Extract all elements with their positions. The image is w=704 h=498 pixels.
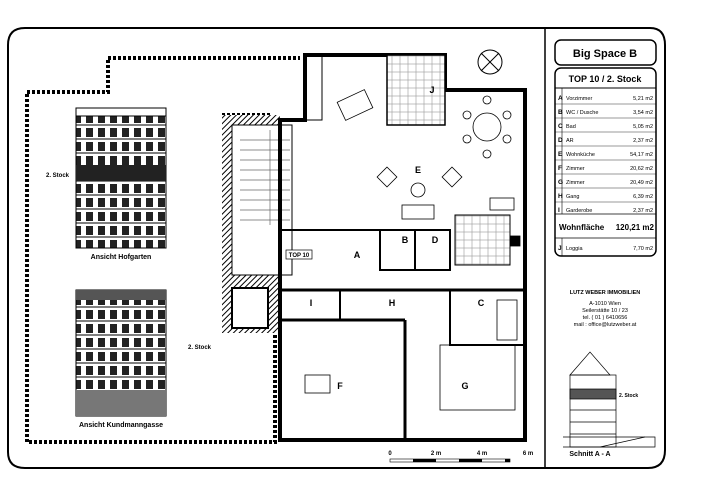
table-row-name: AR: [566, 138, 574, 144]
table-row-area: 2,37 m2: [633, 208, 653, 214]
company-line4: mail : office@lutzweber.at: [574, 322, 637, 328]
page-title: Big Space B: [573, 48, 637, 60]
room-label-g: G: [461, 381, 468, 391]
table-row-key: B: [558, 109, 563, 116]
room-label-h: H: [389, 298, 396, 308]
extra-key: J: [558, 245, 562, 252]
table-row-key: D: [558, 137, 563, 144]
company-line2: Seilerstätte 10 / 23: [582, 308, 628, 314]
table-row-key: E: [558, 151, 563, 158]
table-row-name: Vorzimmer: [566, 96, 592, 102]
company-line3: tel. ( 01 ) 6410656: [583, 315, 628, 321]
room-label-d: D: [432, 235, 439, 245]
company-line1: A-1010 Wien: [589, 301, 621, 307]
table-row-area: 20,49 m2: [630, 180, 653, 186]
room-label-b: B: [402, 235, 409, 245]
furniture: [304, 89, 521, 411]
table-row-name: Bad: [566, 124, 576, 130]
total-label: Wohnfläche: [559, 223, 605, 232]
table-row-key: G: [558, 179, 563, 186]
compass: [477, 49, 503, 75]
room-label-j: J: [429, 85, 434, 95]
facade-street-drawing: [75, 289, 167, 417]
facade-street-caption: Ansicht Kundmanngasse: [79, 422, 163, 429]
room-label-i: I: [310, 298, 313, 308]
area-table: [554, 67, 657, 257]
table-row-area: 2,37 m2: [633, 138, 653, 144]
table-row-name: Zimmer: [566, 180, 585, 186]
company-name: LUTZ WEBER IMMOBILIEN: [570, 290, 641, 296]
table-row-area: 5,05 m2: [633, 124, 653, 130]
table-row-area: 3,54 m2: [633, 110, 653, 116]
table-row-name: Garderobe: [566, 208, 592, 214]
table-row-area: 54,17 m2: [630, 152, 653, 158]
unit-tag-box: [285, 249, 313, 260]
scale-tick-4m: 4 m: [477, 451, 487, 457]
table-row-key: F: [558, 165, 562, 172]
table-row-key: C: [558, 123, 563, 130]
room-label-e: E: [415, 165, 421, 175]
extra-area: 7,70 m2: [633, 246, 653, 252]
unit-tag: TOP 10: [289, 253, 310, 259]
table-row-area: 6,39 m2: [633, 194, 653, 200]
sheet-frame: [7, 27, 666, 469]
table-row-name: Gang: [566, 194, 579, 200]
room-labels: J E A B D I H C F G: [310, 85, 485, 391]
section-drawing: [563, 351, 656, 448]
table-row-name: Zimmer: [566, 166, 585, 172]
table-row-key: I: [558, 207, 560, 214]
table-header: TOP 10 / 2. Stock: [569, 74, 643, 84]
section-caption: Schnitt A - A: [569, 451, 610, 458]
table-row-name: WC / Dusche: [566, 110, 598, 116]
table-row-key: H: [558, 193, 563, 200]
facade-courtyard-caption: Ansicht Hofgarten: [91, 254, 152, 261]
room-label-c: C: [478, 298, 485, 308]
scale-tick-6m: 6 m: [523, 451, 533, 457]
scale-tick-2m: 2 m: [431, 451, 441, 457]
title-box: [554, 39, 657, 66]
table-row-key: A: [558, 95, 563, 102]
table-row-area: 5,21 m2: [633, 96, 653, 102]
table-row-area: 20,62 m2: [630, 166, 653, 172]
scale-bar: [389, 458, 511, 463]
table-row-name: Wohnküche: [566, 152, 595, 158]
facade-courtyard-floor-label: 2. Stock: [46, 173, 70, 179]
room-label-f: F: [337, 381, 343, 391]
facade-street-floor-label: 2. Stock: [188, 345, 212, 351]
scale-tick-0: 0: [388, 451, 392, 457]
facade-courtyard-drawing: [75, 107, 167, 249]
extra-name: Loggia: [566, 246, 583, 252]
total-area: 120,21 m2: [616, 223, 655, 232]
room-label-a: A: [354, 250, 361, 260]
section-floor-label: 2. Stock: [619, 393, 638, 399]
